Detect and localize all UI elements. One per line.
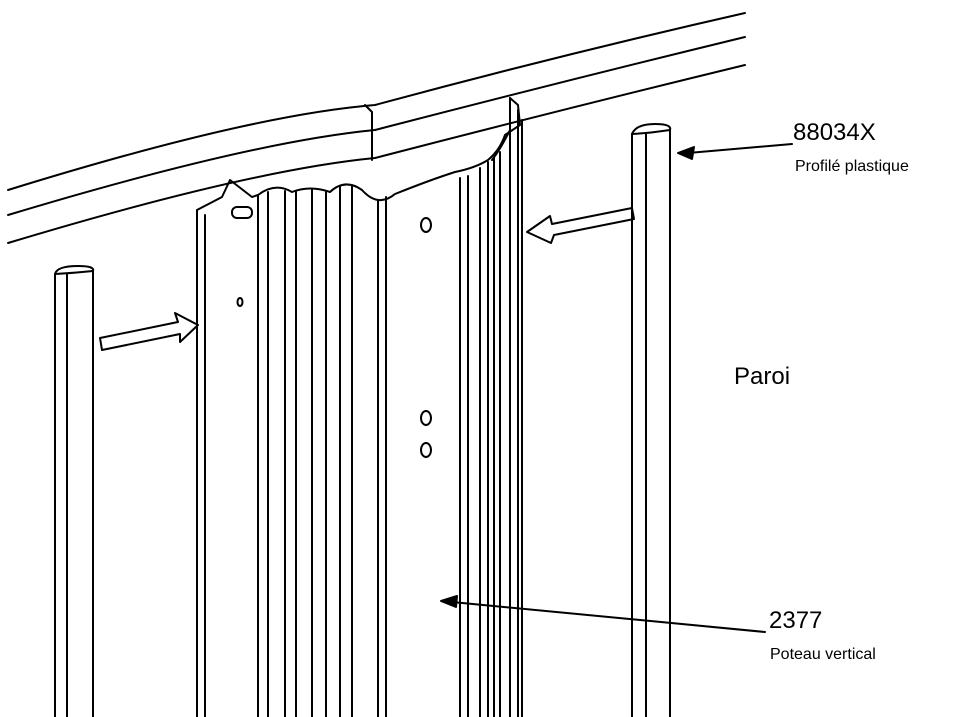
right-plastic-profile	[631, 123, 672, 717]
bolt-hole	[420, 217, 432, 233]
plastic-profile-code-label: 88034X	[793, 119, 876, 146]
vertical-post	[196, 97, 523, 717]
slot-hole	[231, 206, 253, 219]
post-code-label: 2377	[769, 607, 823, 634]
top-rail	[7, 12, 746, 244]
wall-label: Paroi	[734, 363, 791, 390]
leader-2377	[440, 595, 766, 633]
left-plastic-profile	[54, 265, 95, 717]
bolt-hole	[420, 442, 432, 458]
leader-88034X	[677, 143, 793, 160]
insertion-arrow-right	[526, 207, 635, 244]
plastic-profile-name-label: Profilé plastique	[795, 158, 909, 175]
post-name-label: Poteau vertical	[770, 646, 876, 663]
bolt-hole	[420, 410, 432, 426]
small-hole	[236, 297, 244, 307]
insertion-arrow-left	[99, 312, 199, 351]
